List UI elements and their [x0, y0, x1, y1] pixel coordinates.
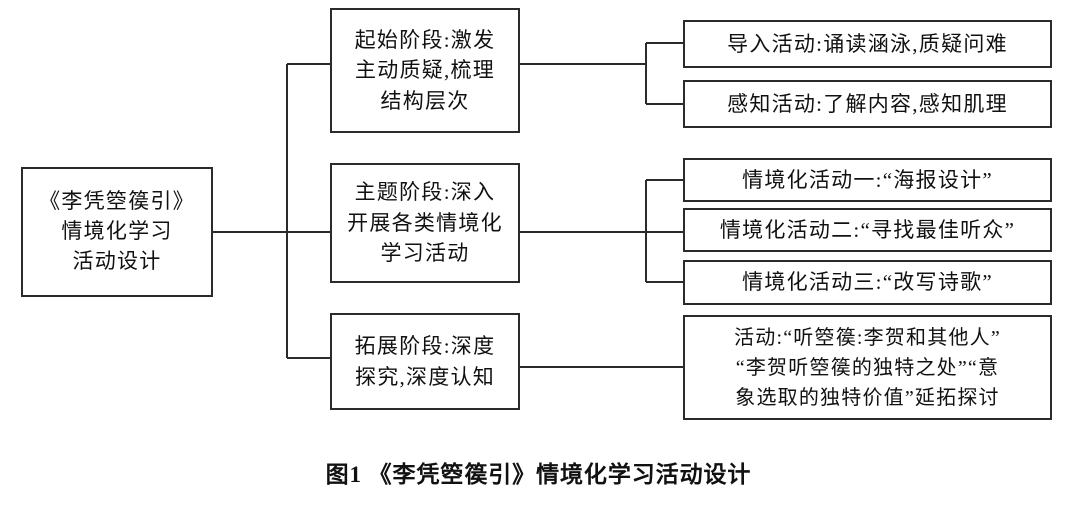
node-activity-1[interactable]: 导入活动:诵读涵泳,质疑问难	[683, 20, 1052, 68]
node-stage-1[interactable]: 起始阶段:激发 主动质疑,梳理 结构层次	[330, 8, 520, 133]
figure-caption: 图1 《李凭箜篌引》情境化学习活动设计	[325, 462, 752, 487]
node-stage-1-label: 起始阶段:激发 主动质疑,梳理 结构层次	[354, 27, 496, 113]
node-stage-2[interactable]: 主题阶段:深入 开展各类情境化 学习活动	[330, 163, 520, 283]
node-root-label: 《李凭箜篌引》 情境化学习 活动设计	[39, 189, 195, 273]
node-activity-2[interactable]: 感知活动:了解内容,感知肌理	[683, 80, 1052, 128]
node-activity-2-label: 感知活动:了解内容,感知肌理	[727, 91, 1008, 116]
node-stage-3-label: 拓展阶段:深度 探究,深度认知	[354, 334, 496, 389]
node-activity-6[interactable]: 活动:“听箜篌:李贺和其他人” “李贺听箜篌的独特之处”“意 象选取的独特价值”…	[683, 315, 1052, 420]
node-root[interactable]: 《李凭箜篌引》 情境化学习 活动设计	[21, 167, 213, 297]
node-activity-4-label: 情境化活动二:“寻找最佳听众”	[719, 217, 1016, 242]
node-activity-6-label: 活动:“听箜篌:李贺和其他人” “李贺听箜篌的独特之处”“意 象选取的独特价值”…	[734, 326, 1001, 409]
node-activity-3[interactable]: 情境化活动一:“海报设计”	[683, 158, 1052, 202]
node-activity-4[interactable]: 情境化活动二:“寻找最佳听众”	[683, 208, 1052, 252]
node-activity-1-label: 导入活动:诵读涵泳,质疑问难	[727, 31, 1008, 56]
node-activity-5-label: 情境化活动三:“改写诗歌”	[742, 270, 993, 295]
node-stage-2-label: 主题阶段:深入 开展各类情境化 学习活动	[347, 180, 503, 266]
node-activity-5[interactable]: 情境化活动三:“改写诗歌”	[683, 260, 1052, 305]
node-activity-3-label: 情境化活动一:“海报设计”	[742, 167, 993, 192]
node-stage-3[interactable]: 拓展阶段:深度 探究,深度认知	[330, 313, 520, 410]
